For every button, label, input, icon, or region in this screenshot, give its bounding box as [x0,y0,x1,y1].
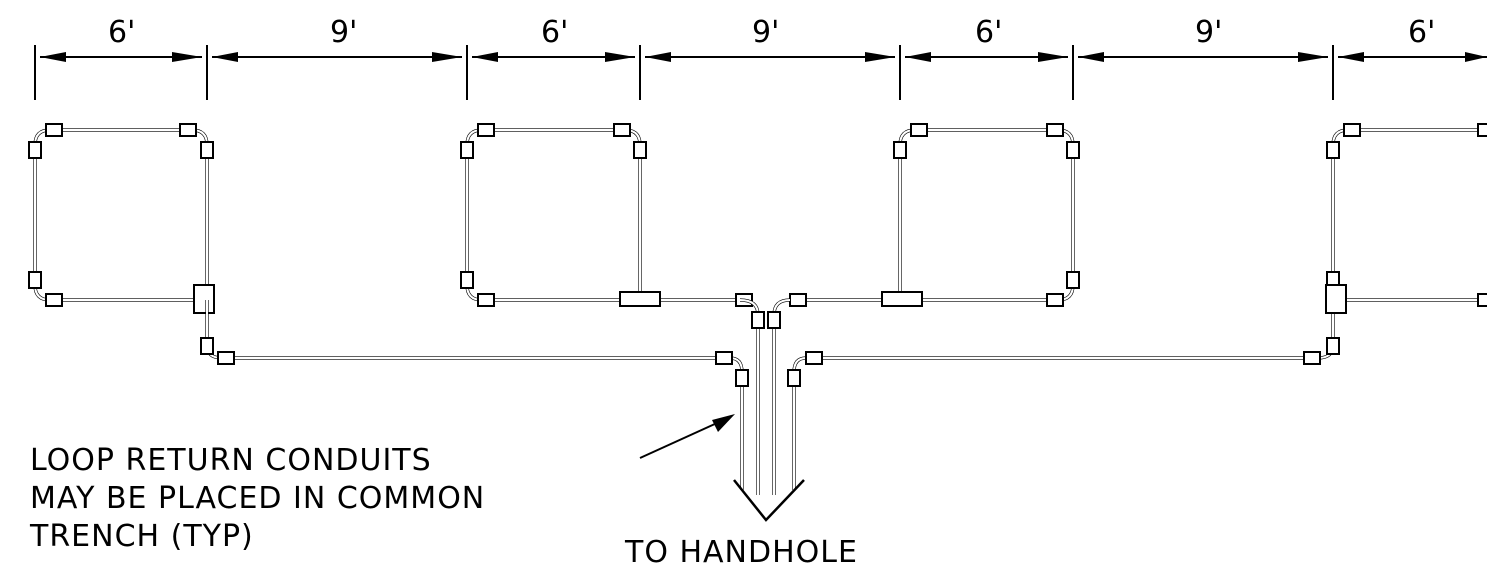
dimension-lines [40,52,1487,62]
handhole-arrow-icon [733,479,805,522]
dimension-label: 6' [1408,15,1435,50]
note-loop-return-line2: MAY BE PLACED IN COMMON [30,481,485,516]
loop-1 [28,123,215,314]
return-conduits [200,298,1340,495]
loop-2 [460,123,753,307]
note-loop-return-line1: LOOP RETURN CONDUITS [30,443,432,478]
dimension-label: 9' [1195,15,1222,50]
note-leader-line [639,414,735,459]
dimension-label: 9' [330,15,357,50]
note-loop-return-line3: TRENCH (TYP) [29,519,254,554]
loop-3 [789,123,1080,307]
dimension-label: 6' [975,15,1002,50]
dimension-label: 6' [541,15,568,50]
dimension-ticks [34,45,1334,100]
dimension-label: 6' [108,15,135,50]
loop-4 [1325,123,1487,355]
note-to-handhole: TO HANDHOLE [624,535,858,564]
dimension-label: 9' [752,15,779,50]
